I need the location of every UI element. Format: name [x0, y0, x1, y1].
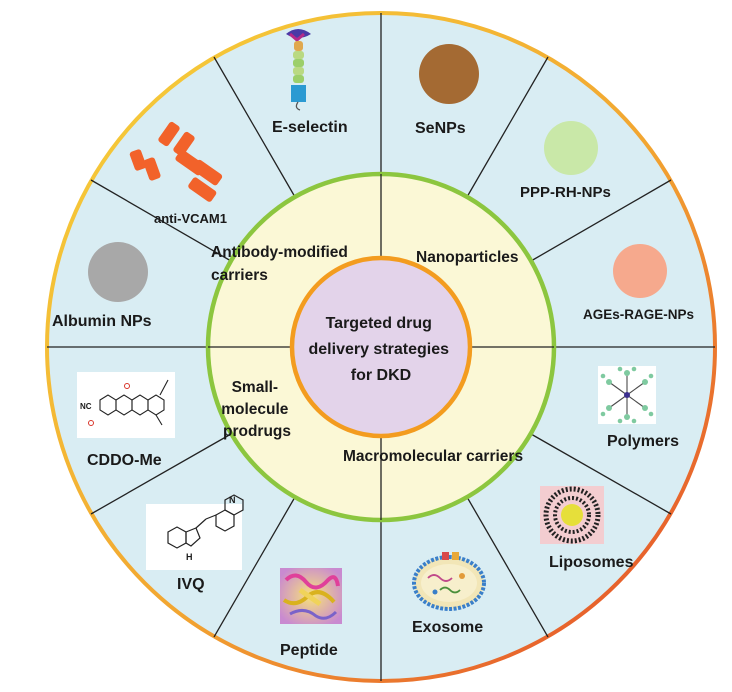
center-line-1: Targeted drug	[326, 315, 432, 332]
peptide-icon	[280, 568, 342, 624]
center-line-3: for DKD	[351, 367, 411, 384]
polymers-dendrimer-icon	[598, 366, 656, 424]
label-exosome: Exosome	[412, 619, 483, 636]
senps-dot-icon	[419, 44, 479, 104]
label-peptide: Peptide	[280, 642, 338, 659]
albumin-nps-dot-icon	[88, 242, 148, 302]
quadrant-nanoparticles-label: Nanoparticles	[416, 249, 519, 266]
cddo-nc-label: NC	[80, 402, 92, 411]
ivq-n-label: N	[229, 495, 236, 505]
outer-dividers	[47, 13, 715, 681]
label-polymers: Polymers	[607, 433, 679, 450]
ivq-nh-label: H	[186, 552, 193, 562]
center-line-2: delivery strategies	[309, 341, 450, 358]
label-albumin-nps: Albumin NPs	[52, 313, 152, 330]
label-ages-rage-nps: AGEs-RAGE-NPs	[583, 307, 694, 322]
label-cddo-me: CDDO-Me	[87, 452, 162, 469]
quadrant-small-molecule-label: Small- molecule prodrugs	[221, 379, 293, 440]
exosome-icon	[412, 552, 486, 611]
liposome-icon	[540, 486, 604, 544]
quadrant-antibody-line-2: carriers	[211, 267, 268, 284]
label-ivq: IVQ	[177, 576, 205, 593]
quadrant-dividers	[208, 174, 554, 520]
ppp-rh-nps-dot-icon	[544, 121, 598, 175]
cddo-me-structure-icon: NC	[77, 372, 175, 438]
label-liposomes: Liposomes	[549, 554, 634, 571]
quadrant-small-molecule-line-1: Small-	[232, 379, 279, 396]
e-selectin-icon	[286, 29, 311, 111]
label-anti-vcam1: anti-VCAM1	[154, 211, 227, 226]
label-ppp-rh-nps: PPP-RH-NPs	[520, 184, 611, 201]
label-senps: SeNPs	[415, 120, 466, 137]
center-title: Targeted drug delivery strategies for DK…	[309, 315, 454, 384]
label-e-selectin: E-selectin	[272, 119, 348, 136]
center-circle	[289, 255, 473, 439]
quadrant-small-molecule-line-2: molecule	[221, 401, 289, 418]
quadrant-antibody-line-1: Antibody-modified	[211, 244, 348, 261]
quadrant-macromolecular-label: Macromolecular carriers	[343, 448, 523, 465]
quadrant-antibody-label: Antibody-modified carriers	[211, 244, 352, 284]
ages-rage-nps-dot-icon	[613, 244, 667, 298]
ivq-structure-icon: H N	[146, 494, 244, 570]
quadrant-small-molecule-line-3: prodrugs	[223, 423, 291, 440]
anti-vcam1-antibody-icon	[129, 121, 223, 202]
